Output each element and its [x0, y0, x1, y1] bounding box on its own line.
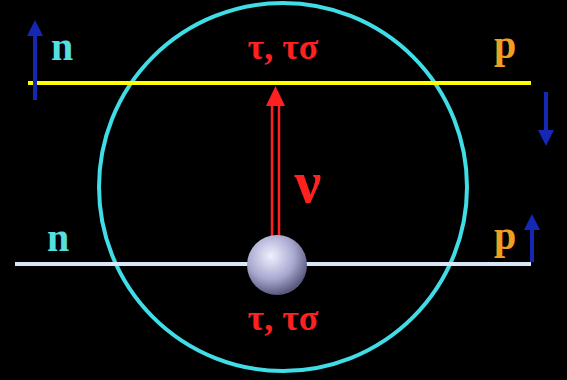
exchange-arrow-line: [278, 104, 281, 240]
exchange-arrowhead: [266, 86, 285, 106]
exchange-arrow-line: [271, 104, 274, 240]
operator-label: τ, τσ: [248, 300, 319, 336]
particle-label: p: [494, 216, 516, 256]
spin-arrow: [524, 214, 540, 230]
spin-arrow: [544, 92, 548, 132]
exchange-label: ν: [295, 152, 322, 212]
spin-arrow: [27, 20, 43, 36]
particle-label: n: [47, 218, 69, 258]
spin-arrow: [33, 34, 37, 100]
particle-label: p: [494, 25, 516, 65]
spin-arrow: [538, 130, 554, 146]
loop-circle: [99, 3, 467, 371]
upper-line: [28, 81, 531, 85]
vertex-sphere: [247, 235, 307, 295]
operator-label: τ, τσ: [248, 29, 319, 65]
spin-arrow: [530, 228, 534, 262]
particle-label: n: [51, 27, 73, 67]
